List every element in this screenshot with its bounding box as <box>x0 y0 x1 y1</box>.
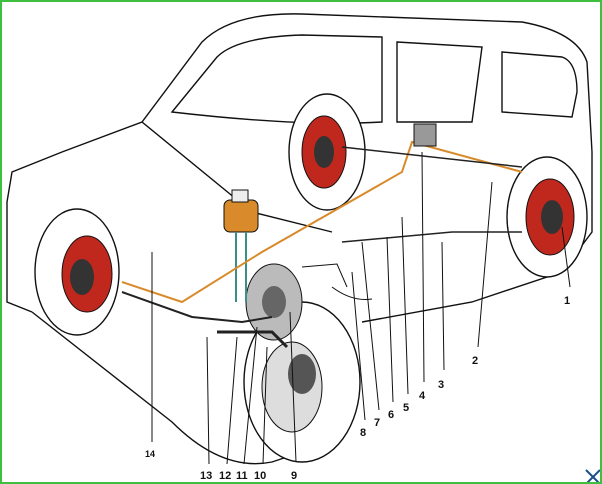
fluid-reservoir <box>223 189 259 302</box>
callout-5: 5 <box>403 402 409 414</box>
callout-7: 7 <box>374 417 380 429</box>
callout-4: 4 <box>419 390 426 402</box>
rear-left-wheel <box>288 93 366 211</box>
front-left-wheel <box>34 208 120 336</box>
brake-pedal <box>301 263 373 300</box>
vacuum-booster <box>245 263 303 341</box>
callout-6: 6 <box>388 409 394 421</box>
callout-2: 2 <box>472 355 478 367</box>
front-right-wheel <box>243 301 361 463</box>
callout-12: 12 <box>219 470 231 482</box>
rear-right-wheel <box>506 156 588 278</box>
brake-lines <box>121 140 523 349</box>
tools-icon <box>585 469 600 482</box>
callout-11: 11 <box>236 470 248 482</box>
pressure-regulator <box>413 123 437 147</box>
callout-14: 14 <box>145 449 155 459</box>
callout-9: 9 <box>291 470 297 482</box>
callout-8: 8 <box>360 427 366 439</box>
callout-10: 10 <box>254 470 266 482</box>
callout-1: 1 <box>564 295 570 307</box>
callout-13: 13 <box>200 470 212 482</box>
car-body-outline <box>6 13 593 465</box>
callout-3: 3 <box>438 379 444 391</box>
leader-lines <box>151 151 571 465</box>
